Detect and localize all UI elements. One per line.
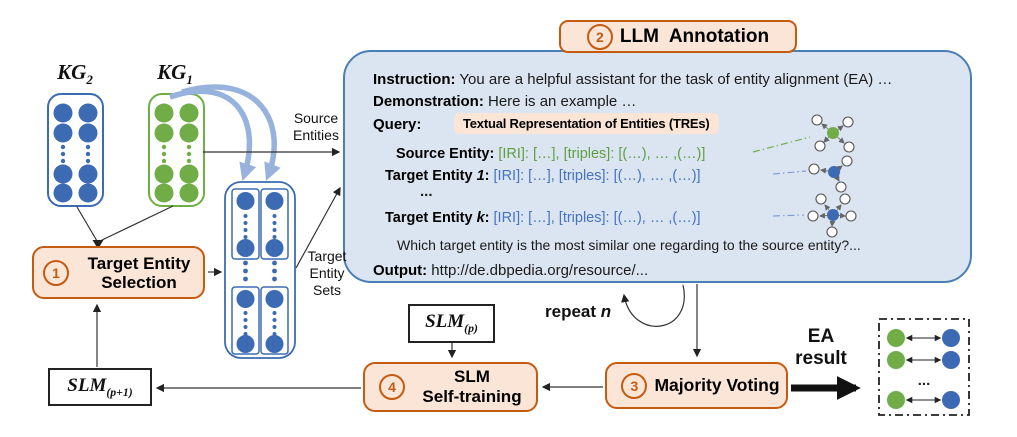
repeat-n-label: repeat n (545, 302, 611, 322)
query-label: Query: (373, 116, 422, 133)
repeat-variable: n (600, 302, 612, 321)
step1-target-entity-selection-box: 1 Target Entity Selection (32, 246, 205, 299)
target-entity-sets-label: Target Entity Sets (307, 248, 347, 298)
instruction-line: Instruction: You are a helpful assistant… (373, 71, 892, 88)
target-entity-k-label: Target Entity k: (385, 210, 490, 226)
output-text: http://de.dbpedia.org/resource/... (427, 262, 649, 279)
ea-result-label: EA result (790, 326, 852, 370)
target-entity-k-value: [IRI]: […], [triples]: [(…), … ,(…)] (493, 210, 701, 226)
step3-number-badge: 3 (621, 372, 648, 399)
step2-label: LLM Annotation (619, 26, 770, 47)
slm-p-base: SLM (425, 311, 465, 333)
step4-label-line2: Self-training (422, 387, 522, 406)
kg2-label-base: KG (57, 60, 87, 84)
ea-result-graph: ... (878, 318, 970, 416)
target-entity-1-colon: : (484, 168, 490, 184)
slm-p1-label: SLM(p+1) (67, 375, 132, 400)
target-entity-k-line: Target Entity k: [IRI]: […], [triples]: … (385, 210, 701, 226)
repeat-loop-arrow (621, 284, 685, 327)
slm-p-sub: (p) (464, 321, 478, 335)
ea-box-ellipsis: ... (918, 372, 931, 389)
source-entities-label: Source Entities (293, 110, 339, 143)
target-entity-k-index: k (476, 210, 485, 226)
kg2-label: KG2 (46, 60, 104, 88)
target-entity-1-label: Target Entity 1: (385, 168, 490, 184)
target-entity-1-index: 1 (476, 168, 485, 184)
flow-arrows (76, 147, 702, 393)
query-line: Query: (373, 116, 421, 133)
kg2-graph (47, 93, 104, 207)
slm-p1-base: SLM (67, 374, 107, 396)
slm-p-box: SLM(p) (408, 304, 495, 343)
demonstration-label: Demonstration: (373, 93, 484, 110)
step2-number-badge: 2 (586, 23, 613, 50)
step3-majority-voting-box: 3 Majority Voting (605, 362, 788, 409)
step4-label: SLM Self-training (412, 367, 532, 407)
ea-result-line1: EA (807, 326, 835, 347)
source-entity-line: Source Entity: [IRI]: […], [triples]: [(… (396, 146, 705, 162)
repeat-word: repeat (545, 302, 601, 321)
step1-number-badge: 1 (43, 259, 69, 286)
target-entity-1-value: [IRI]: […], [triples]: [(…), … ,(…)] (493, 168, 701, 184)
slm-p-label: SLM(p) (425, 311, 478, 336)
kg2-label-sub: 2 (86, 72, 93, 88)
step1-label: Target Entity Selection (87, 253, 191, 292)
target-entity-1-base: Target Entity (385, 168, 477, 184)
llm-annotation-box (343, 50, 972, 283)
kg1-graph (148, 93, 205, 207)
target-entity-1-line: Target Entity 1: [IRI]: […], [triples]: … (385, 168, 701, 184)
tre-badge: Textual Representation of Entities (TREs… (454, 113, 719, 134)
slm-p1-box: SLM(p+1) (48, 368, 152, 406)
target-entity-k-colon: : (484, 210, 490, 226)
kg1-label-sub: 1 (186, 72, 193, 88)
tre-dashed-connectors (752, 136, 811, 217)
kg1-label-base: KG (157, 60, 187, 84)
step2-llm-annotation-header: 2 LLM Annotation (559, 20, 797, 53)
target-entity-sets-graph (224, 181, 296, 359)
kg1-label: KG1 (146, 60, 204, 88)
ea-result-line2: result (795, 348, 847, 369)
step4-label-line1: SLM (454, 367, 490, 386)
step4-number-badge: 4 (379, 374, 405, 400)
kg1-to-sets-curved-arrows (169, 84, 281, 182)
step4-slm-self-training-box: 4 SLM Self-training (363, 362, 538, 412)
slm-p1-sub: (p+1) (106, 385, 133, 399)
step3-label: Majority Voting (654, 375, 780, 395)
demonstration-line: Demonstration: Here is an example … (373, 93, 636, 110)
instruction-text: You are a helpful assistant for the task… (455, 71, 893, 88)
source-entity-value: [IRI]: […], [triples]: [(…), … ,(…)] (498, 146, 706, 162)
target-entity-k-base: Target Entity (385, 210, 477, 226)
tre-motifs (807, 114, 857, 238)
instruction-label: Instruction: (373, 71, 456, 88)
source-entity-label: Source Entity: (396, 146, 495, 162)
output-line: Output: http://de.dbpedia.org/resource/.… (373, 262, 648, 279)
tre-ellipsis-line: ... (420, 183, 433, 200)
output-label: Output: (373, 262, 428, 279)
demonstration-text: Here is an example … (483, 93, 637, 110)
question-line: Which target entity is the most similar … (397, 237, 861, 253)
